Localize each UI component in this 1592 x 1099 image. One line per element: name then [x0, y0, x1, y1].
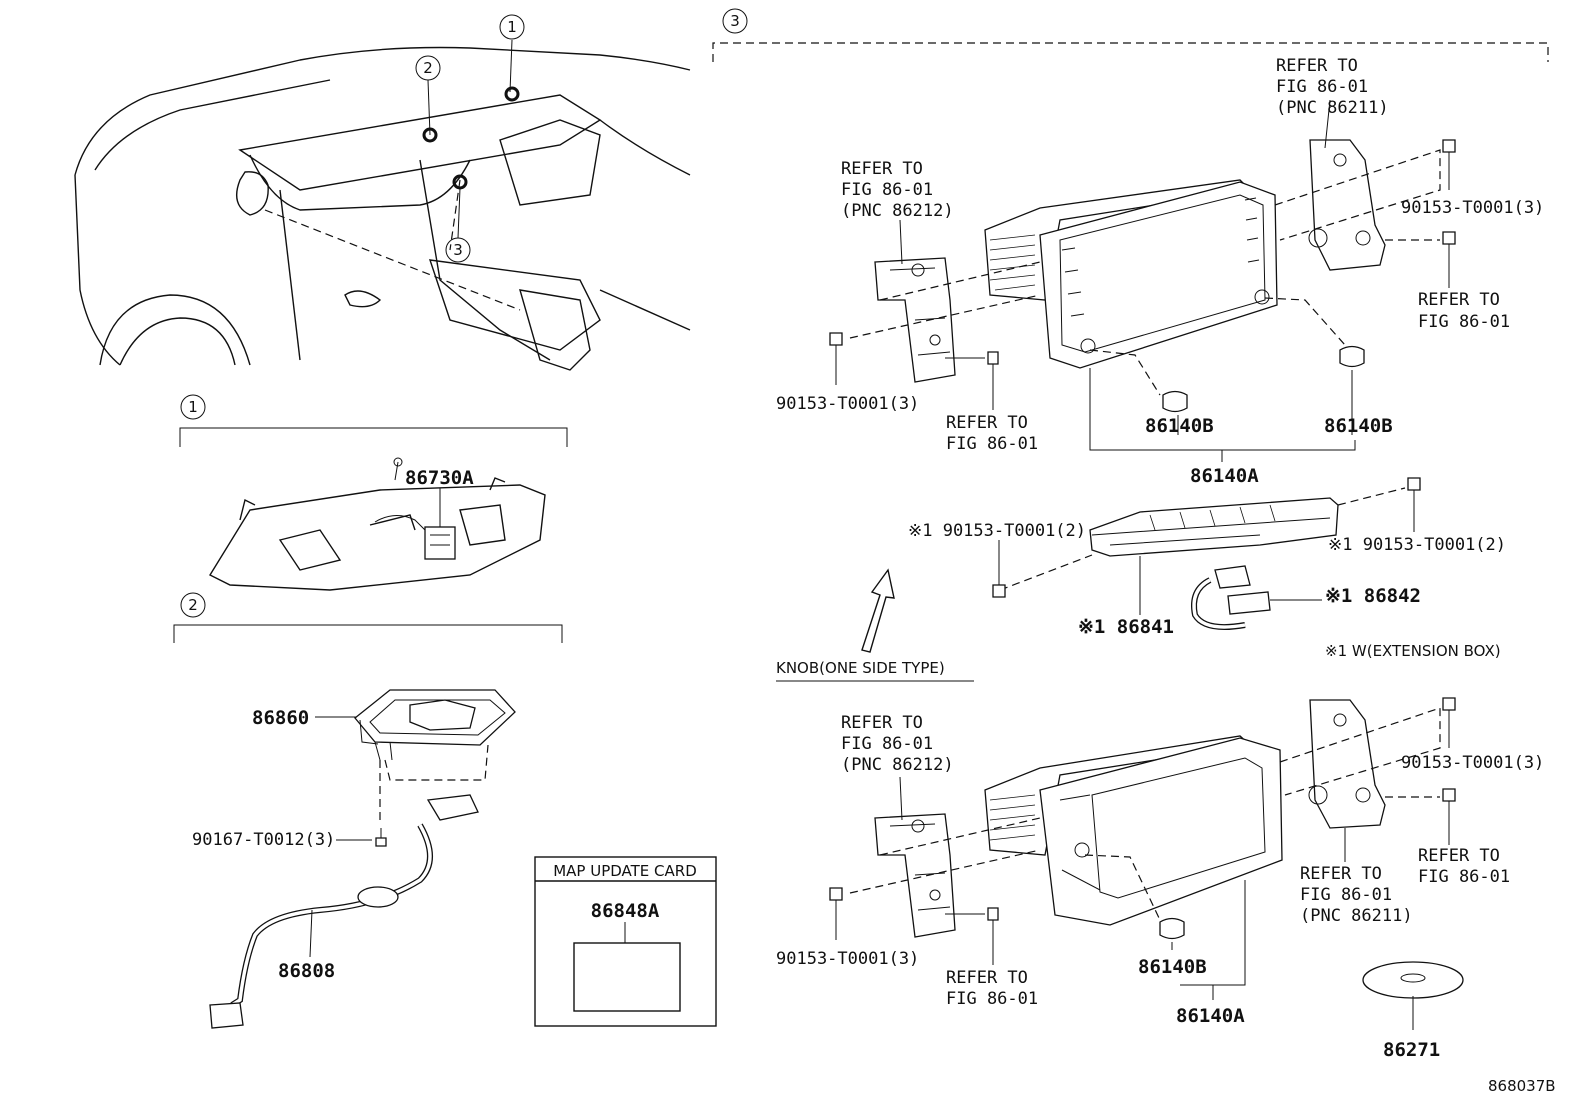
svg-text:REFER TO: REFER TO [1418, 290, 1500, 310]
svg-text:REFER TO: REFER TO [1276, 56, 1358, 76]
svg-text:90153-T0001(3): 90153-T0001(3) [776, 949, 919, 969]
svg-text:(PNC 86211): (PNC 86211) [1300, 906, 1413, 926]
knob-note: KNOB(ONE SIDE TYPE) [776, 568, 974, 682]
svg-text:FIG 86-01: FIG 86-01 [1418, 867, 1510, 887]
svg-text:REFER TO: REFER TO [1418, 846, 1500, 866]
svg-text:2: 2 [423, 59, 433, 77]
svg-text:(PNC 86211): (PNC 86211) [1276, 98, 1389, 118]
svg-text:※1 90153-T0001(2): ※1 90153-T0001(2) [1328, 535, 1506, 555]
svg-text:FIG 86-01: FIG 86-01 [1276, 77, 1368, 97]
part-86271-label: 86271 [1383, 1039, 1440, 1061]
section-2: 2 86860 90167-T0012(3) 86808 [173, 592, 563, 1029]
map-update-card-title: MAP UPDATE CARD [553, 862, 697, 880]
svg-text:REFER TO: REFER TO [841, 159, 923, 179]
knob-one-side-type-label: KNOB(ONE SIDE TYPE) [776, 659, 945, 677]
svg-text:3: 3 [453, 241, 463, 259]
screw-90167-label: 90167-T0012(3) [192, 830, 335, 850]
svg-text:※1 90153-T0001(2): ※1 90153-T0001(2) [908, 521, 1086, 541]
map-update-card-box: MAP UPDATE CARD 86848A [534, 856, 717, 1027]
part-86730A-label: 86730A [405, 467, 474, 489]
extension-labels: ※1 90153-T0001(2) ※1 90153-T0001(2) ※1 8… [908, 521, 1506, 660]
svg-text:1: 1 [507, 18, 517, 36]
svg-text:FIG 86-01: FIG 86-01 [841, 180, 933, 200]
dashboard-overview [74, 39, 691, 371]
extension-box [992, 477, 1421, 630]
callout-1-overview: 1 [499, 14, 525, 40]
upper-head-unit [829, 99, 1456, 462]
callout-2-overview: 2 [415, 55, 441, 81]
part-86842-label: ※1 86842 [1325, 585, 1421, 607]
part-86140A-label: 86140A [1176, 1005, 1245, 1027]
callout-3-overview: 3 [445, 237, 471, 263]
svg-text:FIG 86-01: FIG 86-01 [1300, 885, 1392, 905]
part-86140B-label: 86140B [1138, 956, 1207, 978]
lower-labels: REFER TO FIG 86-01 (PNC 86212) 90153-T00… [776, 713, 1544, 1061]
svg-text:90153-T0001(3): 90153-T0001(3) [776, 394, 919, 414]
svg-text:(PNC 86212): (PNC 86212) [841, 755, 954, 775]
svg-text:2: 2 [188, 596, 198, 614]
extension-box-note: ※1 W(EXTENSION BOX) [1325, 642, 1501, 660]
svg-text:REFER TO: REFER TO [946, 968, 1028, 988]
svg-text:REFER TO: REFER TO [1300, 864, 1382, 884]
part-86140B-label: 86140B [1145, 415, 1214, 437]
svg-text:FIG 86-01: FIG 86-01 [841, 734, 933, 754]
svg-text:FIG 86-01: FIG 86-01 [946, 989, 1038, 1009]
svg-text:REFER TO: REFER TO [841, 713, 923, 733]
svg-text:1: 1 [188, 398, 198, 416]
part-86808-label: 86808 [278, 960, 335, 982]
part-86848A-label: 86848A [591, 900, 660, 922]
svg-text:90153-T0001(3): 90153-T0001(3) [1401, 198, 1544, 218]
part-86140A-label: 86140A [1190, 465, 1259, 487]
upper-labels: REFER TO FIG 86-01 (PNC 86211) REFER TO … [776, 56, 1544, 487]
svg-text:FIG 86-01: FIG 86-01 [1418, 312, 1510, 332]
svg-text:3: 3 [730, 12, 740, 30]
section-1: 1 86730A [179, 394, 568, 591]
svg-text:FIG 86-01: FIG 86-01 [946, 434, 1038, 454]
figure-id: 868037B [1488, 1077, 1556, 1095]
part-86140B-label: 86140B [1324, 415, 1393, 437]
section-3-bracket: 3 [712, 8, 1549, 62]
svg-text:(PNC 86212): (PNC 86212) [841, 201, 954, 221]
part-86841-label: ※1 86841 [1078, 616, 1174, 638]
lower-head-unit [829, 697, 1464, 1030]
svg-text:90153-T0001(3): 90153-T0001(3) [1401, 753, 1544, 773]
svg-text:REFER TO: REFER TO [946, 413, 1028, 433]
part-86860-label: 86860 [252, 707, 309, 729]
